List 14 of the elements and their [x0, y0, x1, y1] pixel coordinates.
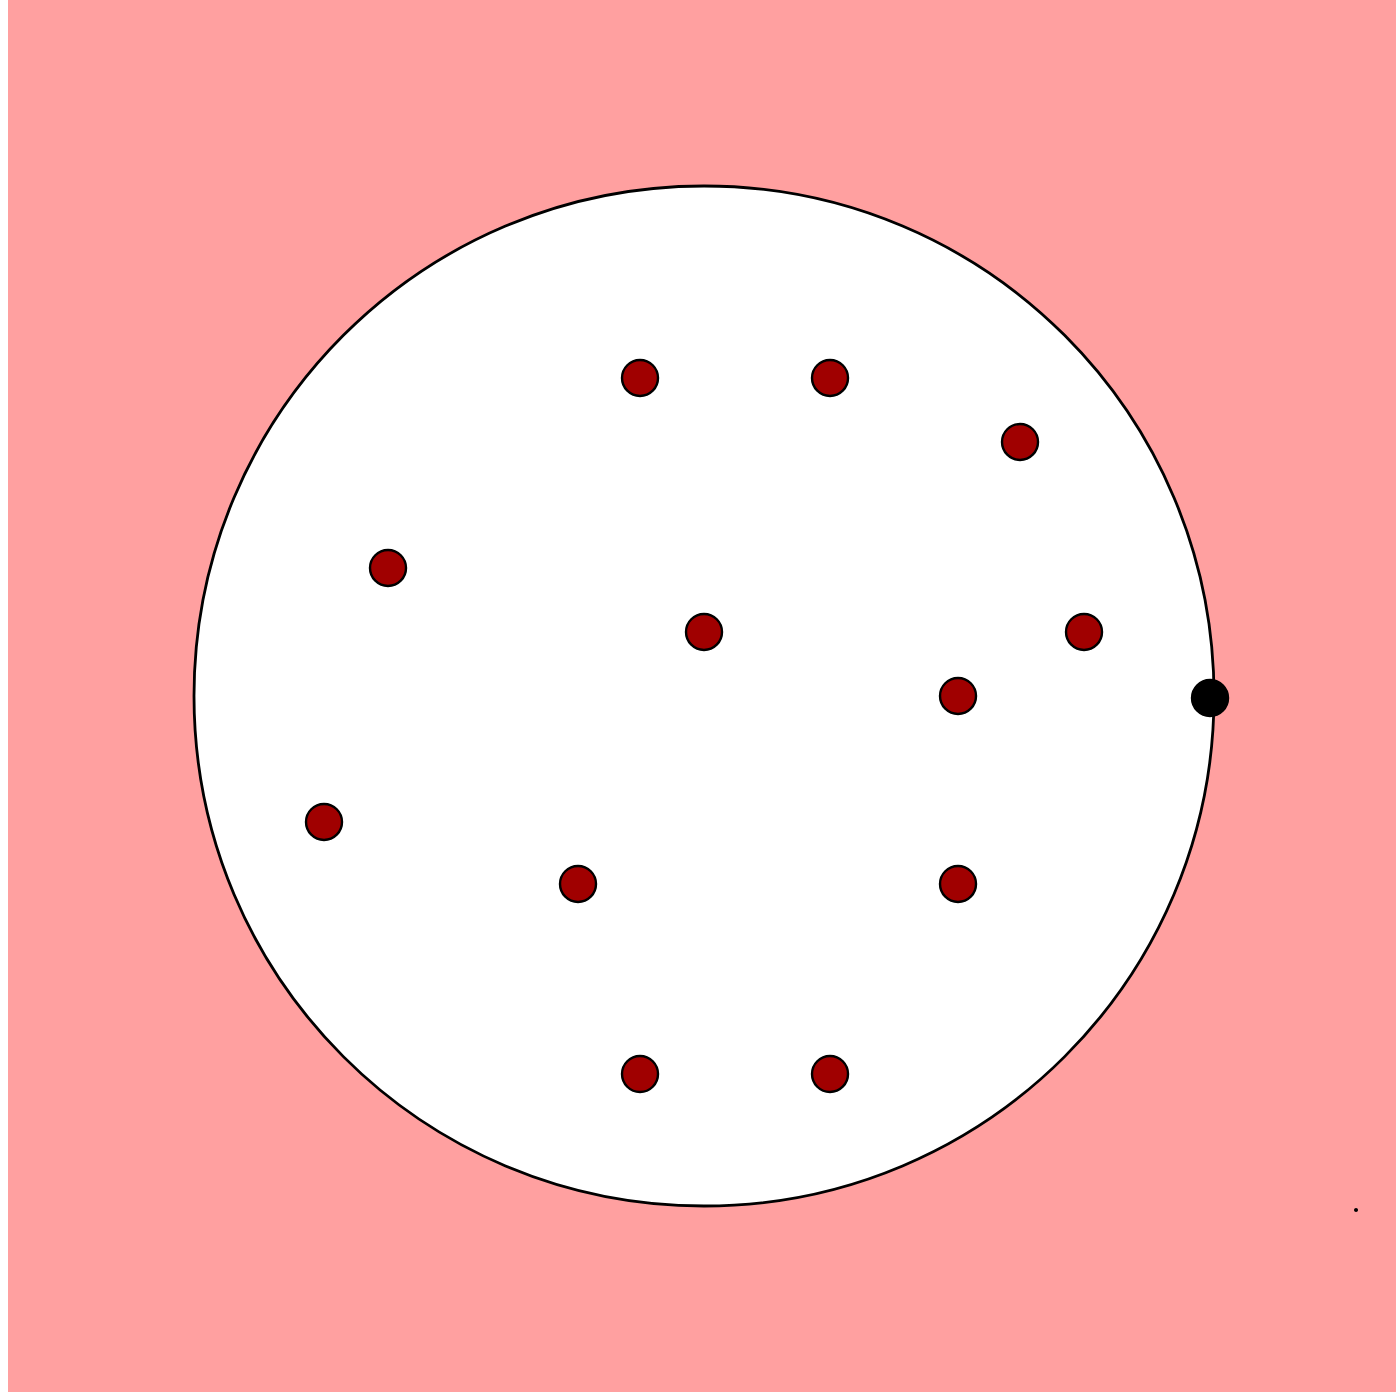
- dot: [368, 548, 408, 588]
- dot: [938, 864, 978, 904]
- large-circle: [192, 184, 1216, 1208]
- dot: [558, 864, 598, 904]
- dot: [1000, 422, 1040, 462]
- dot: [620, 1054, 660, 1094]
- dot: [810, 1054, 850, 1094]
- dot: [810, 358, 850, 398]
- dot: [684, 612, 724, 652]
- boundary-dot: [1190, 678, 1230, 718]
- dot: [938, 676, 978, 716]
- dot: [304, 802, 344, 842]
- dot: [1064, 612, 1104, 652]
- dot: [620, 358, 660, 398]
